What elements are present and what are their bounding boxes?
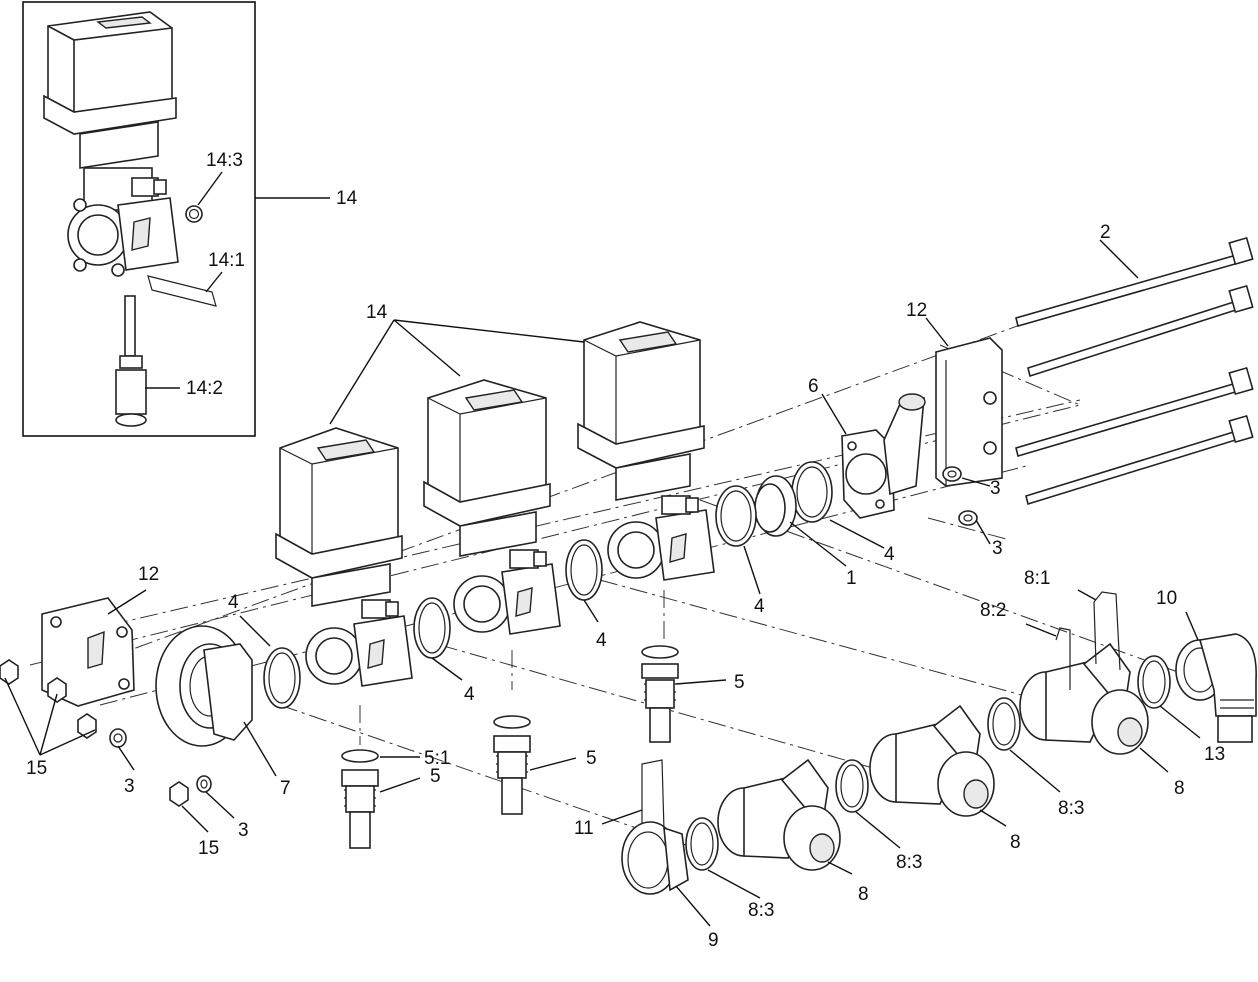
callout-4-b: 4	[754, 596, 765, 617]
callout-3-a: 3	[990, 478, 1001, 499]
callout-5-b: 5	[430, 766, 441, 787]
callout-14-2: 14:2	[186, 378, 223, 399]
right-washers	[942, 466, 978, 526]
callout-8-a: 8	[1174, 778, 1185, 799]
callout-6: 6	[808, 376, 819, 397]
callout-15-b: 15	[198, 838, 219, 859]
callout-11: 11	[574, 818, 594, 839]
callout-12-right: 12	[906, 300, 927, 321]
callout-8-b: 8	[1010, 832, 1021, 853]
callout-8-1: 8:1	[1024, 568, 1050, 589]
callout-14-3: 14:3	[206, 150, 243, 171]
callout-8-3-c: 8:3	[748, 900, 774, 921]
callout-3-d: 3	[238, 820, 249, 841]
callout-5-a: 5	[734, 672, 745, 693]
leader-lines	[4, 239, 1201, 927]
inlet-flange-elbow	[841, 393, 926, 519]
callout-8-3-b: 8:3	[896, 852, 922, 873]
valve-assembly-1	[275, 427, 413, 687]
valve-assembly-3	[577, 321, 715, 581]
callout-4-a: 4	[884, 544, 895, 565]
callout-labels: 14 14:3 14:1 14:2 14 2 12 6 3 3 4 1 4 4 …	[26, 150, 1225, 951]
inset-valve-assembly	[43, 11, 217, 427]
middle-seal-rings	[263, 539, 603, 709]
callout-4-c: 4	[596, 630, 607, 651]
callout-8-c: 8	[858, 884, 869, 905]
callout-9: 9	[708, 930, 719, 951]
callout-8-3-a: 8:3	[1058, 798, 1084, 819]
section-valve-middle	[835, 704, 995, 817]
callout-14-inset: 14	[336, 188, 358, 209]
left-mounting-bracket	[41, 597, 135, 707]
tie-rod-bolts	[1015, 236, 1254, 506]
callout-4-e: 4	[228, 592, 239, 613]
callout-14-main: 14	[366, 302, 388, 323]
callout-3-c: 3	[124, 776, 135, 797]
callout-5-c: 5	[586, 748, 597, 769]
hose-tails	[341, 645, 679, 849]
callout-10: 10	[1156, 588, 1177, 609]
callout-8-2: 8:2	[980, 600, 1006, 621]
outlet-elbow	[1137, 633, 1257, 743]
callout-12-left: 12	[138, 564, 159, 585]
callout-5-1: 5:1	[424, 748, 450, 769]
callout-4-d: 4	[464, 684, 475, 705]
end-cap	[621, 759, 689, 895]
callout-15-a: 15	[26, 758, 47, 779]
valve-assembly-2	[423, 379, 561, 635]
inset-frame	[22, 1, 256, 437]
callout-14-1: 14:1	[208, 250, 245, 271]
callout-3-b: 3	[992, 538, 1003, 559]
callout-13: 13	[1204, 744, 1225, 765]
callout-2: 2	[1100, 222, 1111, 243]
right-seal-rings	[715, 461, 833, 547]
outlet-flange	[155, 625, 253, 747]
section-valve-left	[685, 758, 841, 871]
right-mounting-bracket	[935, 337, 1003, 487]
callout-7: 7	[280, 778, 291, 799]
section-valve-right	[987, 591, 1149, 755]
callout-1: 1	[846, 568, 857, 589]
